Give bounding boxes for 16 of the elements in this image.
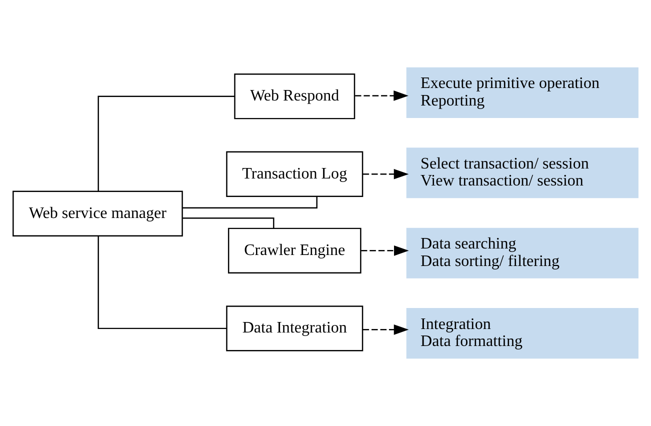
node-box: Crawler Engine [228,228,362,274]
node-box: Transaction Log [226,151,364,197]
node-box: Web service manager [12,190,183,236]
node-box: Data searching Data sorting/ filtering [406,228,638,278]
arrow [362,324,409,335]
node-box: Select transaction/ session View transaction/ session [406,148,638,198]
node-box: Web Respond [234,74,356,120]
arrow [361,245,409,256]
node-box: Integration Data formatting [406,308,638,359]
connector [98,236,227,330]
connector [182,218,274,228]
connector [98,96,235,191]
node-box: Data Integration [226,306,364,352]
node-box: Execute primitive operation Reporting [406,67,638,118]
arrow [355,90,408,101]
arrow [362,168,409,180]
